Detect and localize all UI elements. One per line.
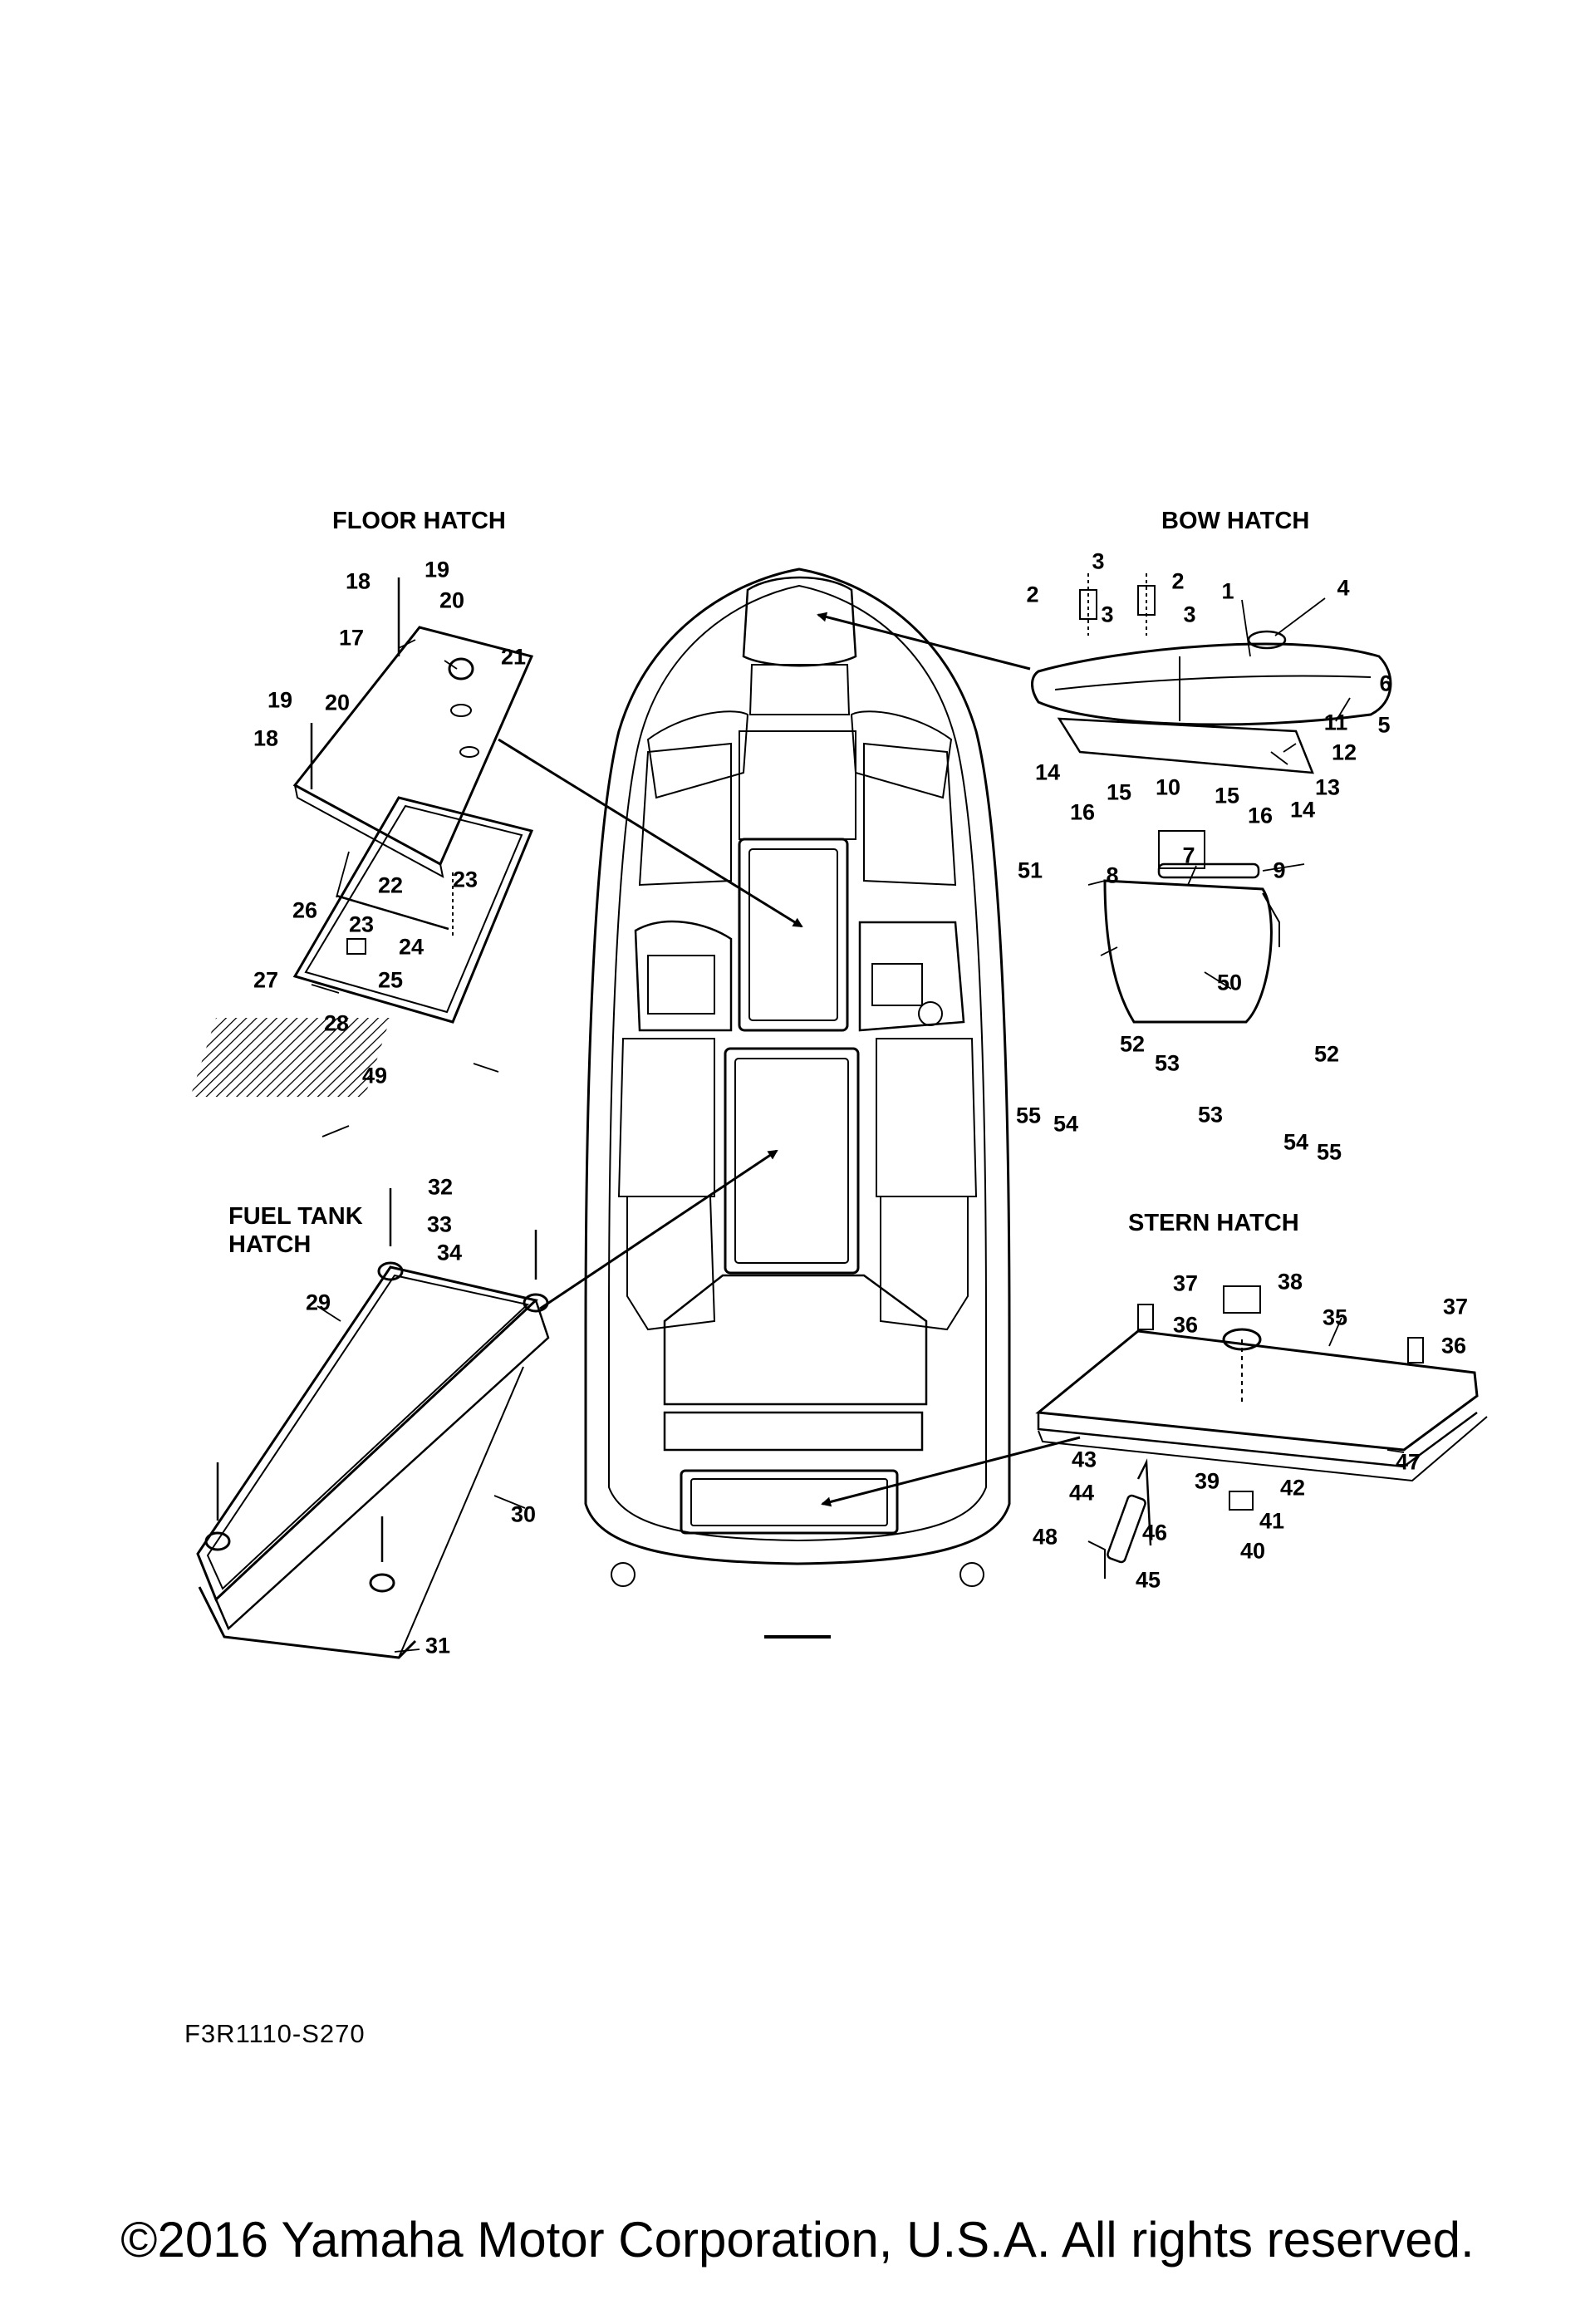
callout-label: 3 [1101, 602, 1114, 627]
callout-label: 34 [436, 1240, 463, 1265]
callout-label: 23 [452, 867, 478, 892]
floor-hatch-title: FLOOR HATCH [332, 508, 506, 534]
bow-hatch-assembly [1031, 573, 1392, 1024]
callout-label: 38 [1277, 1269, 1303, 1295]
callout-label: 41 [1259, 1508, 1285, 1534]
leader-arrows [498, 612, 1081, 1507]
callout-label: 39 [1194, 1468, 1220, 1494]
callout-label: 16 [1247, 803, 1274, 828]
callout-label: 11 [1323, 710, 1348, 735]
callout-label: 51 [1017, 857, 1043, 883]
callout-label: 18 [253, 725, 279, 751]
callout-label: 7 [1182, 843, 1195, 868]
callout-label: 5 [1377, 712, 1391, 738]
callout-label: 49 [361, 1063, 388, 1088]
callout-label: 54 [1283, 1129, 1309, 1155]
callout-label: 22 [377, 872, 404, 898]
callout-label: 3 [1092, 548, 1105, 574]
callout-label: 15 [1214, 783, 1240, 808]
stern-hatch-assembly [1035, 1285, 1488, 1579]
callout-label: 10 [1155, 774, 1181, 800]
callout-label: 2 [1171, 568, 1185, 594]
callout-label: 47 [1395, 1449, 1421, 1475]
callout-label: 32 [427, 1174, 454, 1200]
callout-label: 23 [348, 911, 375, 937]
callout-label: 29 [305, 1290, 331, 1315]
callout-label: 36 [1172, 1312, 1199, 1338]
callout-label: 3 [1183, 602, 1196, 627]
callout-label: 19 [267, 687, 293, 713]
callout-label: 20 [324, 690, 351, 715]
callout-label: 50 [1216, 970, 1243, 995]
callout-label: 53 [1197, 1102, 1224, 1128]
callout-label: 9 [1273, 857, 1286, 883]
callout-label: 44 [1068, 1480, 1095, 1506]
callout-label: 24 [398, 934, 425, 960]
callout-label: 1 [1221, 578, 1234, 604]
callout-label: 43 [1071, 1447, 1097, 1472]
callout-label: 16 [1069, 799, 1096, 825]
callout-label: 53 [1154, 1050, 1180, 1076]
callout-label: 14 [1289, 797, 1316, 823]
callout-label: 31 [425, 1633, 451, 1658]
callout-label: 42 [1279, 1475, 1306, 1501]
stern-hatch-title: STERN HATCH [1128, 1210, 1299, 1236]
callout-label: 36 [1440, 1333, 1467, 1359]
callout-label: 40 [1239, 1538, 1266, 1564]
boat-hull [584, 567, 1011, 1639]
fuel-tank-hatch-title-line1: FUEL TANK [228, 1203, 363, 1230]
copyright-notice: ©2016 Yamaha Motor Corporation, U.S.A. A… [120, 2212, 1475, 2267]
callout-leaders [311, 597, 1405, 1653]
fuel-tank-hatch-assembly [196, 1188, 550, 1659]
callout-label: 45 [1135, 1567, 1161, 1593]
callout-label: 20 [439, 587, 465, 613]
callout-label: 35 [1322, 1304, 1348, 1330]
callout-label: 12 [1331, 739, 1357, 765]
callout-label: 26 [292, 897, 318, 923]
callout-label: 15 [1106, 779, 1132, 805]
callout-label: 33 [426, 1211, 453, 1237]
callout-label: 2 [1026, 582, 1039, 607]
callout-label: 18 [345, 568, 371, 594]
callout-label: 27 [253, 967, 279, 993]
floor-hatch-assembly [190, 577, 534, 1097]
callout-label: 13 [1314, 774, 1341, 800]
callout-label: 52 [1119, 1031, 1146, 1057]
callout-label: 21 [500, 644, 527, 670]
bow-hatch-title: BOW HATCH [1161, 508, 1310, 534]
callout-label: 55 [1015, 1103, 1042, 1128]
callout-label: 4 [1337, 575, 1350, 601]
callout-label: 25 [377, 967, 404, 993]
callout-label: 48 [1032, 1524, 1058, 1550]
callout-label: 54 [1053, 1111, 1079, 1137]
callout-label: 37 [1172, 1270, 1199, 1296]
callout-label: 46 [1141, 1520, 1168, 1545]
callout-label: 14 [1034, 759, 1061, 785]
callout-label: 55 [1316, 1139, 1342, 1165]
callout-label: 8 [1106, 862, 1119, 888]
diagram-code: F3R1110-S270 [184, 2019, 366, 2048]
callout-label: 52 [1313, 1041, 1340, 1067]
callout-label: 6 [1379, 671, 1392, 696]
callout-label: 28 [323, 1010, 350, 1036]
callout-label: 30 [510, 1501, 537, 1527]
callout-label: 17 [338, 625, 365, 651]
fuel-tank-hatch-title-line2: HATCH [228, 1231, 312, 1258]
callout-label: 19 [424, 557, 450, 582]
callout-label: 37 [1442, 1294, 1469, 1319]
